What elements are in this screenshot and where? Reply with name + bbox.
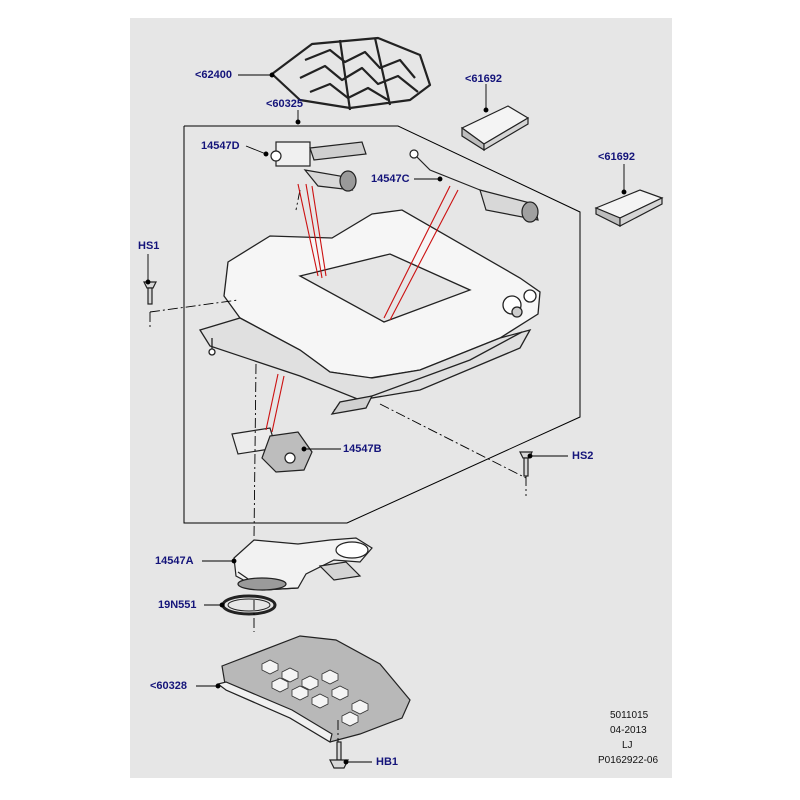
spring-mat [270, 36, 432, 111]
assembly-outline [183, 125, 581, 524]
base-panel [216, 635, 411, 743]
highlight-lines [265, 183, 459, 433]
seat-frame [198, 209, 541, 415]
callout-60325: <60325 [266, 98, 304, 110]
motor-d [270, 141, 367, 192]
footer-initials: LJ [622, 740, 633, 751]
callout-hs2: HS2 [572, 450, 594, 462]
motor-b [231, 427, 313, 473]
assembly-lines [149, 189, 527, 742]
leader-lines [145, 72, 627, 765]
callout-14547d: 14547D [201, 140, 240, 152]
callout-61692-side: <61692 [598, 151, 636, 163]
trim-panel-top [460, 105, 530, 152]
motor-a-bracket [233, 537, 373, 591]
callout-19n551: 19N551 [158, 599, 197, 611]
motor-c [409, 149, 539, 223]
callout-14547a: 14547A [155, 555, 194, 567]
callout-60328: <60328 [150, 680, 188, 692]
footer-illustration-number: P0162922-06 [598, 755, 659, 766]
callout-62400: <62400 [195, 69, 233, 81]
callout-61692-top: <61692 [465, 73, 503, 85]
footer-code: 5011015 [610, 710, 649, 721]
footer-date: 04-2013 [610, 725, 647, 736]
callout-14547c: 14547C [371, 173, 410, 185]
callout-hs1: HS1 [138, 240, 160, 252]
bolt-hb1 [329, 741, 349, 769]
diagram-background [130, 18, 672, 778]
gasket [221, 594, 277, 616]
trim-panel-side [594, 189, 664, 227]
screw-hs1 [143, 281, 157, 305]
callout-14547b: 14547B [343, 443, 382, 455]
callout-hb1: HB1 [376, 756, 399, 768]
